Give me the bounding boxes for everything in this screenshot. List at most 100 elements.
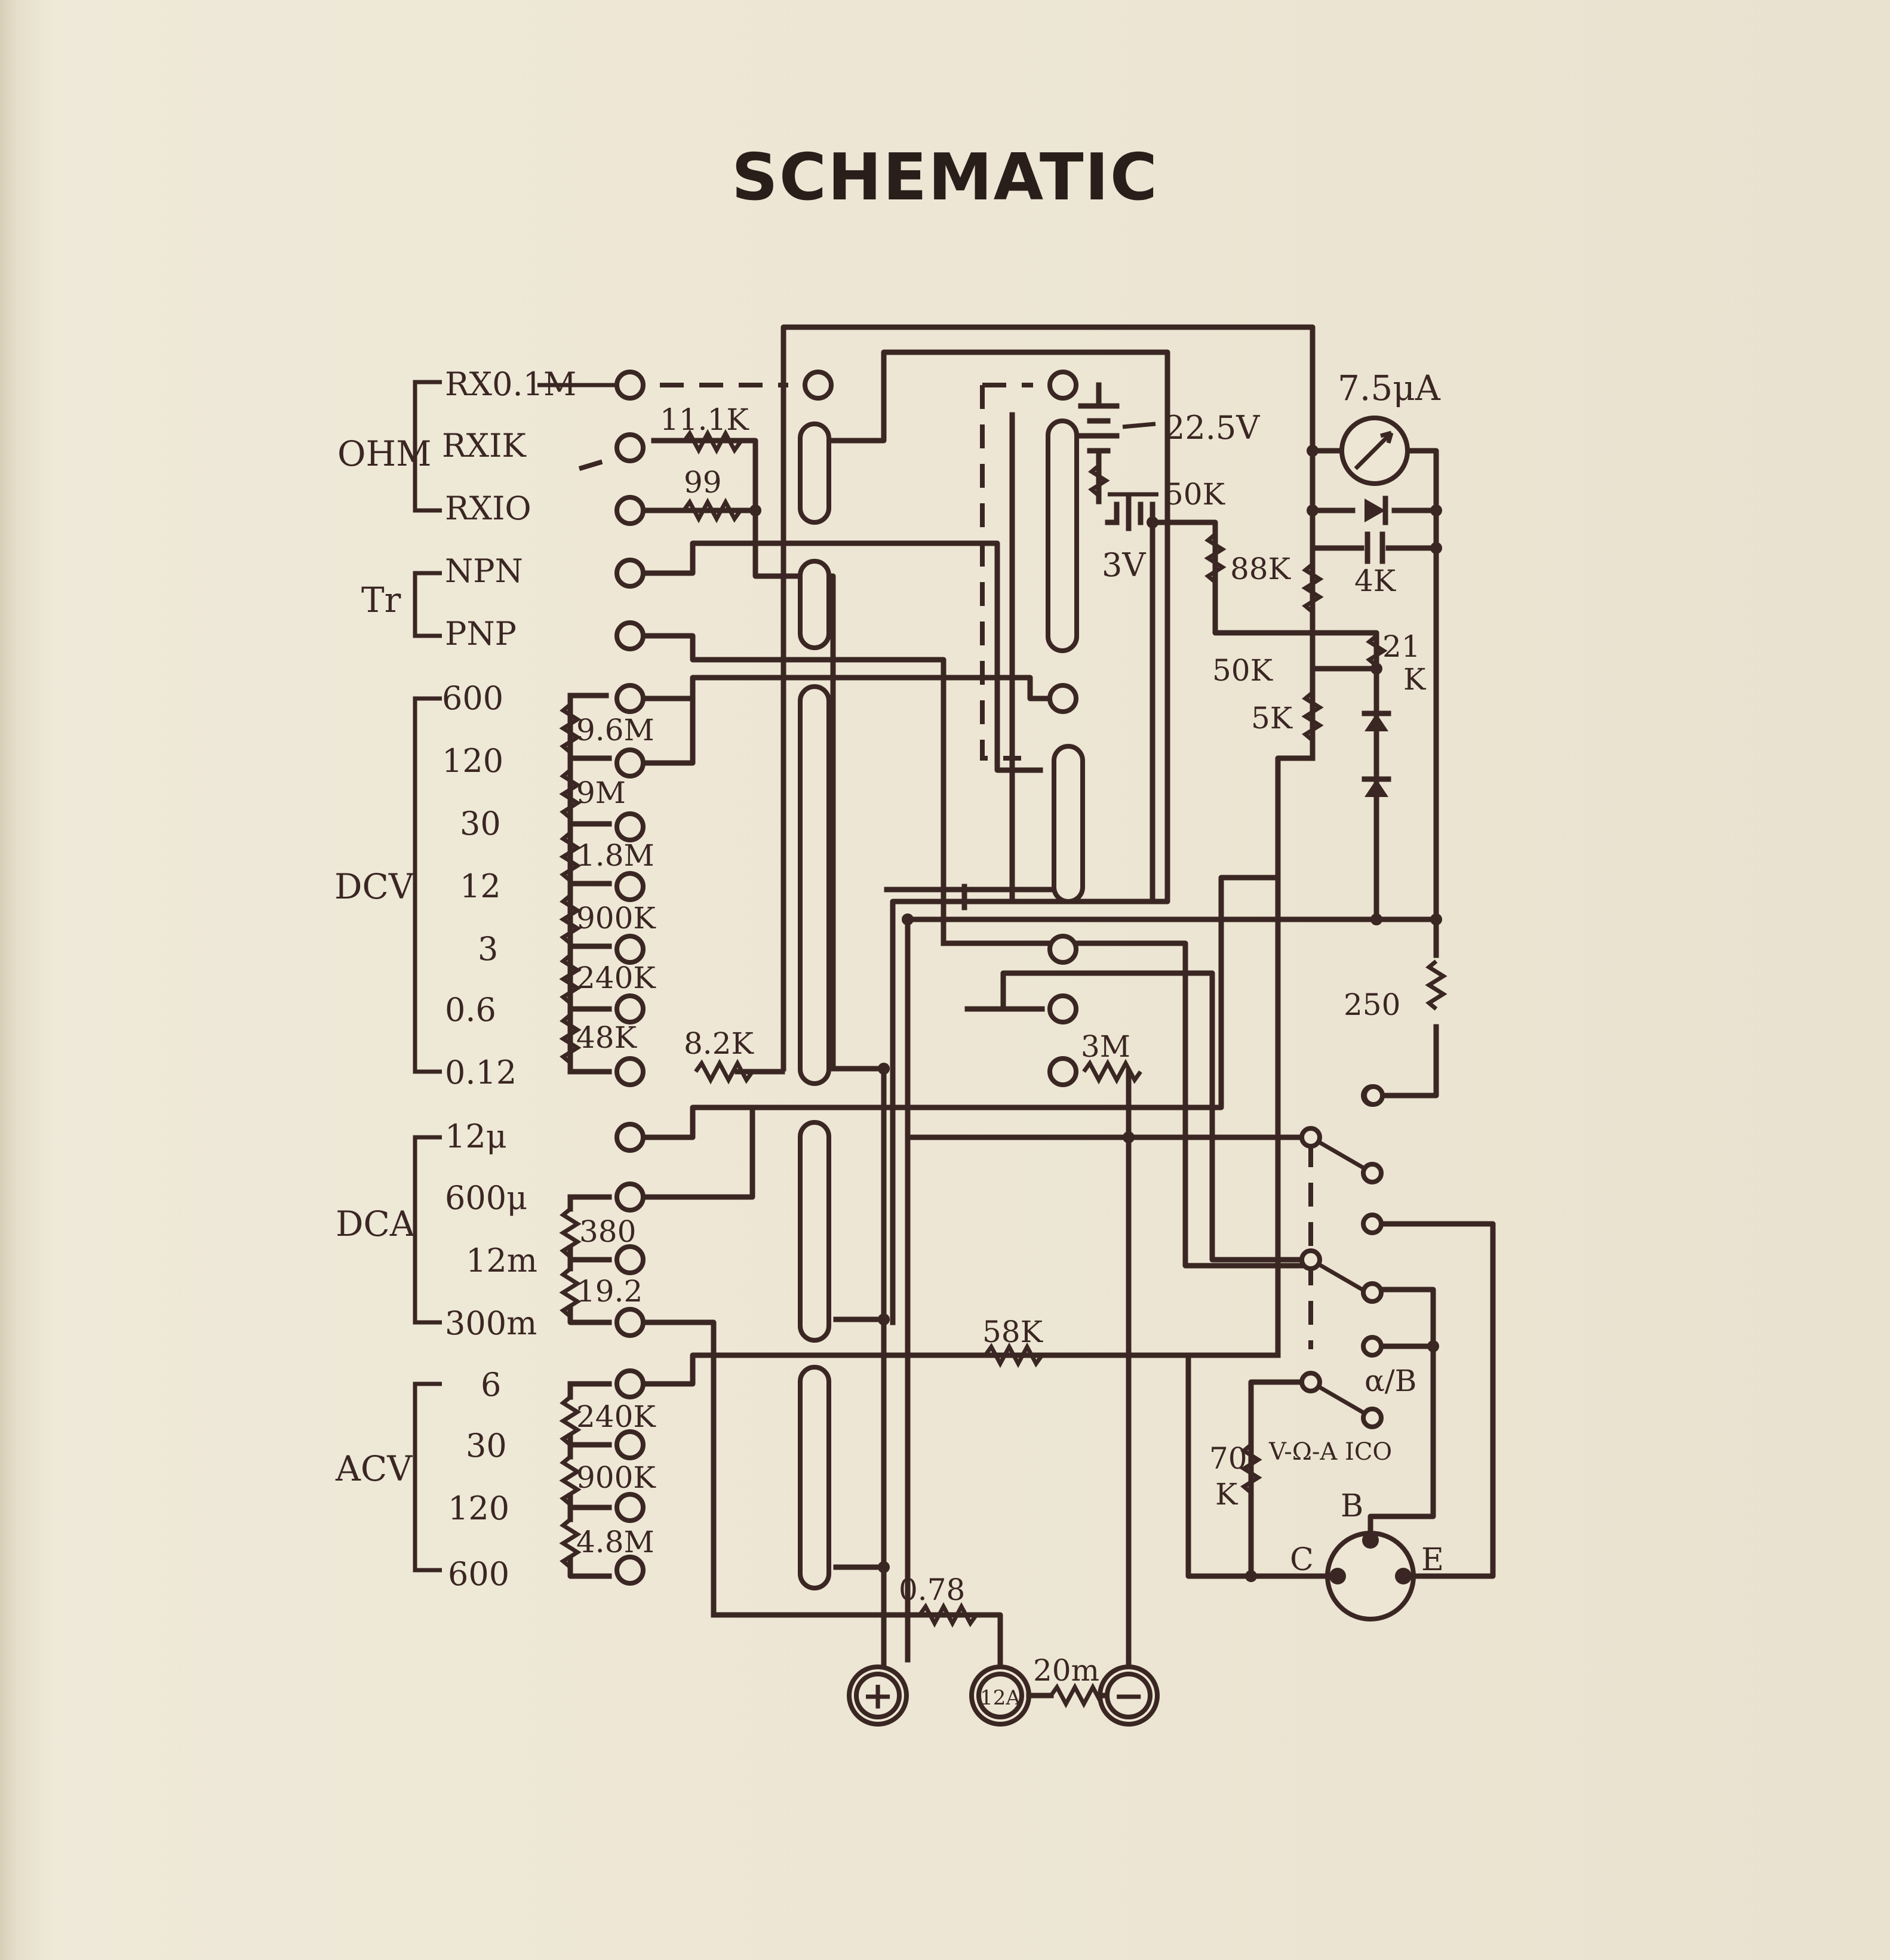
range-label: RXIO bbox=[445, 490, 531, 527]
range-label: RXIK bbox=[442, 427, 527, 464]
terminal-acv-6 bbox=[614, 1368, 646, 1399]
jack-12a-label: 12A bbox=[980, 1686, 1021, 1710]
range-label: 600 bbox=[442, 679, 503, 717]
resistor-unit: K bbox=[1403, 662, 1427, 697]
diode-icon bbox=[1365, 779, 1388, 797]
terminal-dcv-120 bbox=[614, 747, 646, 779]
resistor-value: 48K bbox=[576, 1020, 638, 1055]
range-label: 120 bbox=[442, 742, 503, 780]
resistor-value: 58K bbox=[982, 1315, 1044, 1349]
resistor-value: 21 bbox=[1382, 629, 1421, 664]
terminal-dcv-06 bbox=[614, 993, 646, 1024]
range-label: 600μ bbox=[445, 1179, 527, 1217]
terminal-dcv-30 bbox=[614, 811, 646, 842]
resistor-value: 240K bbox=[576, 961, 656, 995]
wafer-pad bbox=[1046, 419, 1079, 653]
terminal-dcv-12 bbox=[614, 871, 646, 902]
batteries bbox=[1078, 403, 1158, 531]
resistor-value: 99 bbox=[684, 465, 722, 500]
resistor-value: 50K bbox=[1212, 653, 1274, 688]
terminal-rxik bbox=[614, 432, 646, 463]
diode-icon bbox=[1365, 499, 1385, 522]
range-label: 6 bbox=[481, 1366, 501, 1404]
wafer-pad bbox=[798, 559, 831, 650]
wafer-pad bbox=[798, 421, 831, 525]
range-label: 300m bbox=[445, 1304, 537, 1342]
wafer-pad bbox=[798, 1120, 831, 1343]
range-label: PNP bbox=[445, 615, 517, 653]
resistor-value: 70 bbox=[1209, 1441, 1247, 1476]
range-label: 12 bbox=[460, 867, 501, 905]
resistor-value: 1.8M bbox=[576, 838, 654, 873]
transistor-socket bbox=[1325, 1531, 1416, 1621]
terminal-rx01m bbox=[614, 370, 646, 401]
range-label: 120 bbox=[448, 1490, 509, 1527]
group-label-ohm: OHM bbox=[337, 433, 432, 474]
junctions bbox=[749, 445, 1442, 1582]
terminal-npn bbox=[614, 558, 646, 589]
group-label-acv: ACV bbox=[335, 1448, 413, 1489]
socket-label-b: B bbox=[1341, 1488, 1363, 1524]
terminal-dcv-3 bbox=[614, 934, 646, 965]
resistor-value: 88K bbox=[1230, 552, 1292, 586]
terminal-rxio bbox=[614, 495, 646, 526]
battery-label: 3V bbox=[1102, 546, 1146, 584]
range-label: 12μ bbox=[445, 1118, 507, 1155]
terminal-acv-120 bbox=[614, 1492, 646, 1523]
range-label: 12m bbox=[466, 1242, 537, 1279]
resistor-value: 900K bbox=[576, 1460, 656, 1495]
range-label: 30 bbox=[466, 1427, 507, 1464]
capacitor-value: 4K bbox=[1354, 564, 1397, 598]
range-label: RX0.1M bbox=[445, 365, 576, 403]
resistor-value: 0.78 bbox=[899, 1573, 965, 1607]
terminal-dca-300m bbox=[614, 1307, 646, 1338]
resistor-unit: K bbox=[1215, 1477, 1239, 1512]
jack-plus-label: + bbox=[862, 1673, 894, 1718]
jacks bbox=[847, 1664, 1160, 1727]
range-label: 3 bbox=[478, 930, 498, 968]
terminal-dcv-012 bbox=[614, 1056, 646, 1087]
resistor-value: 9M bbox=[576, 776, 626, 810]
group-brackets bbox=[413, 380, 615, 1573]
resistor-value: 240K bbox=[576, 1399, 656, 1434]
resistors bbox=[559, 429, 1448, 1709]
range-label: NPN bbox=[445, 552, 523, 590]
range-label: 0.12 bbox=[445, 1054, 517, 1091]
terminal-dca-600u bbox=[614, 1181, 646, 1213]
jack-minus-label: − bbox=[1113, 1673, 1145, 1718]
resistor-value: 3M bbox=[1081, 1029, 1130, 1064]
page-title: SCHEMATIC bbox=[732, 140, 1158, 215]
terminal-acv-600 bbox=[614, 1555, 646, 1586]
range-terminals bbox=[614, 370, 1385, 1586]
group-label-tr: Tr bbox=[361, 580, 401, 620]
wafer-pad bbox=[798, 684, 831, 1086]
resistor-value: 50K bbox=[1164, 477, 1226, 512]
diode-icon bbox=[1365, 713, 1388, 731]
mode-switch-label: V-Ω-A ICO bbox=[1268, 1438, 1392, 1466]
resistor-value: 5K bbox=[1251, 701, 1293, 736]
resistor-value: 250 bbox=[1344, 987, 1400, 1022]
range-label: 600 bbox=[448, 1555, 509, 1593]
resistor-value: 8.2K bbox=[684, 1026, 755, 1061]
socket-label-c: C bbox=[1290, 1542, 1314, 1578]
resistor-value: 9.6M bbox=[576, 713, 654, 747]
terminal-pnp bbox=[614, 620, 646, 651]
resistor-value: 11.1K bbox=[660, 402, 749, 437]
resistor-value: 380 bbox=[579, 1214, 636, 1249]
range-label: 0.6 bbox=[445, 991, 496, 1029]
resistor-value: 4.8M bbox=[576, 1525, 654, 1559]
battery-label: 22.5V bbox=[1164, 409, 1260, 447]
terminal-dca-12m bbox=[614, 1244, 646, 1275]
wires bbox=[567, 324, 1496, 1693]
resistor-value: 19.2 bbox=[576, 1274, 643, 1309]
resistor-value: 20m bbox=[1033, 1653, 1099, 1688]
terminal-dca-12u bbox=[614, 1122, 646, 1153]
wafer-pad bbox=[1052, 744, 1085, 904]
meter-label: 7.5μA bbox=[1338, 368, 1441, 408]
resistor-value: 900K bbox=[576, 901, 656, 936]
labels: OHM Tr DCV DCA ACV RX0.1M RXIK RXIO NPN … bbox=[334, 365, 1444, 1718]
terminal-acv-30 bbox=[614, 1429, 646, 1460]
socket-label-e: E bbox=[1421, 1542, 1444, 1578]
group-label-dca: DCA bbox=[336, 1204, 416, 1244]
